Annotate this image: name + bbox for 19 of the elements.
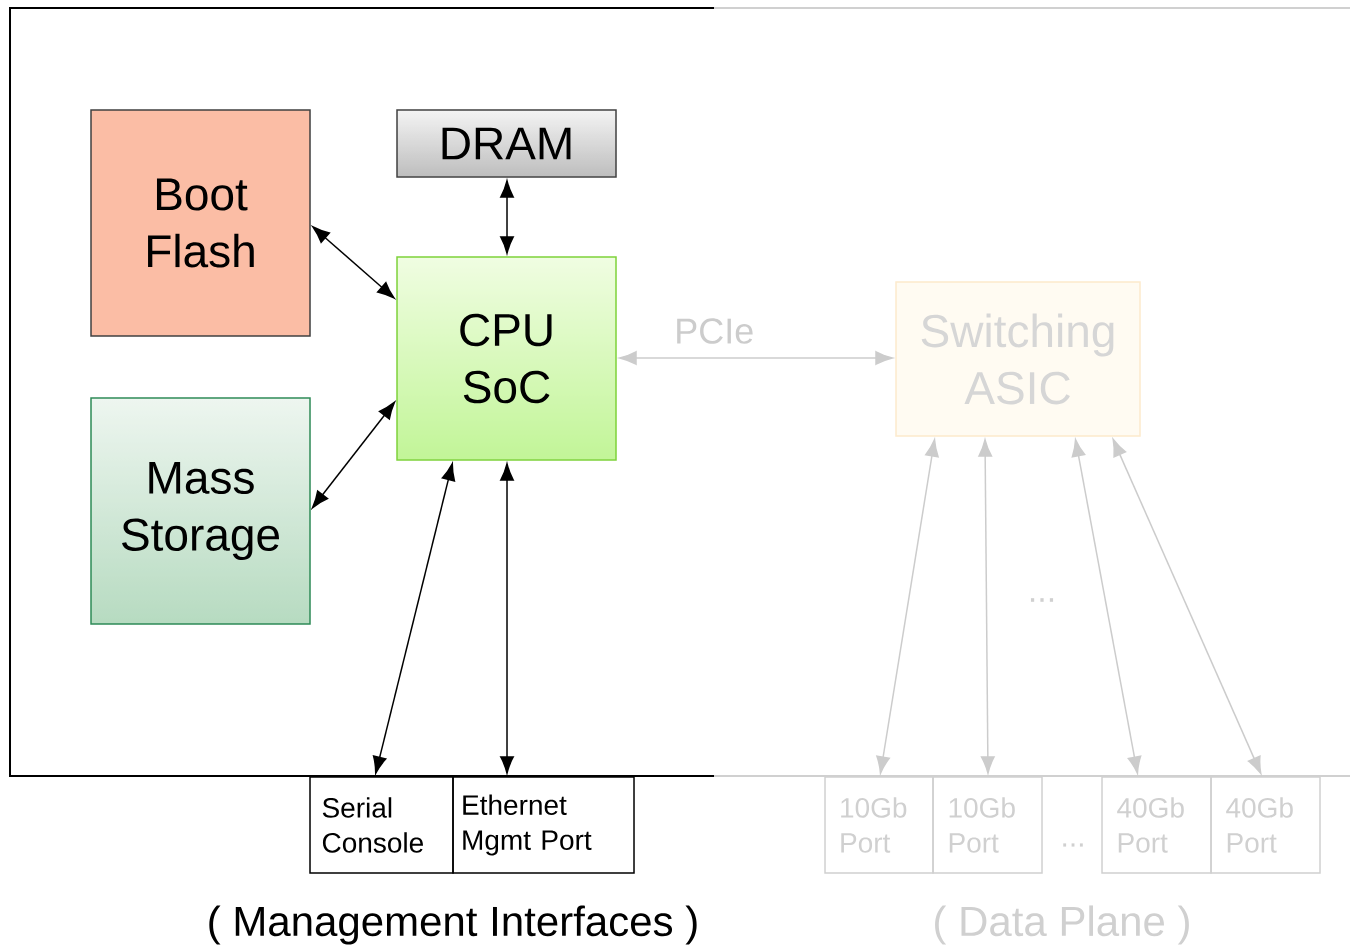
memory-box: Boot Flash [90, 109, 311, 337]
interface-cell: Ethernet Mgmt Port [452, 776, 635, 874]
ellipsis: ... [1030, 598, 1054, 602]
arrow [500, 463, 514, 774]
arrow [978, 439, 995, 774]
arrow [500, 180, 514, 254]
arrow [619, 351, 893, 365]
arrow [876, 439, 939, 774]
arrow [1112, 438, 1262, 775]
storage-box: Mass Storage [90, 397, 311, 625]
arrow [372, 463, 456, 774]
arrow [1071, 439, 1142, 774]
arrow [311, 401, 396, 509]
memory-box: DRAM [396, 109, 617, 178]
interface-cell: Serial Console [309, 776, 454, 874]
arrow [312, 226, 395, 299]
processor-box: CPU SoC [396, 256, 617, 461]
ellipsis: ... [1063, 843, 1083, 847]
section-caption: ( Management Interfaces ) [209, 905, 697, 945]
